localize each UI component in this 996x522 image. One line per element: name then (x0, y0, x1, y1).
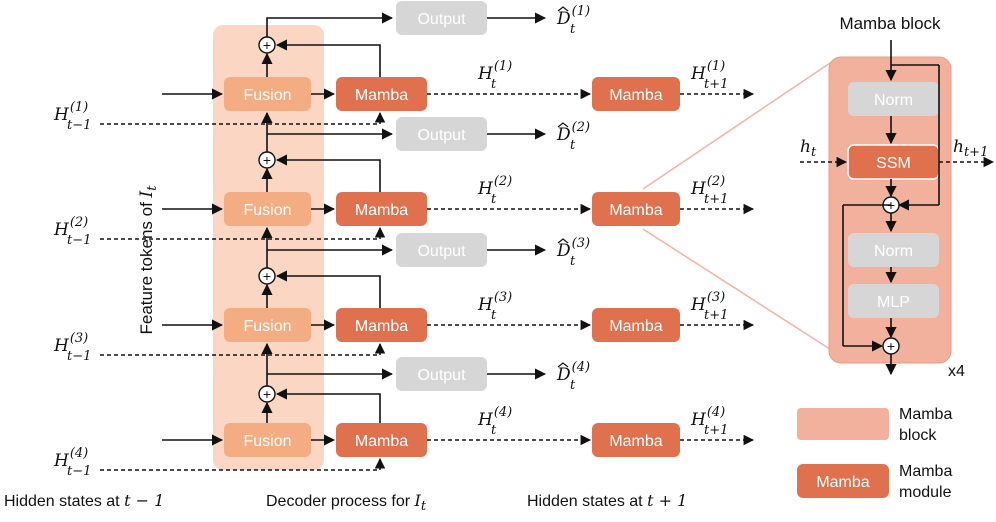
svg-text:+: + (263, 152, 271, 168)
fusion-box-4 (224, 423, 311, 457)
current-hidden-label-1: H(1)t (477, 59, 512, 92)
current-hidden-label-2: H(2)t (477, 174, 512, 207)
next-mamba-box-3 (592, 308, 680, 342)
mamba-box-1 (336, 77, 427, 111)
legend-module-label-1: Mamba (899, 463, 952, 480)
output-box-4-label: Output (417, 367, 466, 384)
zoom-line-top (642, 58, 837, 190)
legend-block-label-2: block (899, 427, 937, 444)
fusion-box-4-label: Fusion (243, 433, 291, 450)
next-mamba-box-3-label: Mamba (609, 318, 662, 335)
norm-box-1 (848, 82, 939, 116)
mlp-label: MLP (877, 294, 910, 311)
h-in-label: ht (800, 137, 817, 160)
prev-hidden-label-4: H(4)t−1 (53, 446, 91, 479)
next-mamba-box-1-label: Mamba (609, 87, 662, 104)
mamba-box-4-label: Mamba (355, 433, 408, 450)
next-mamba-box-1 (592, 77, 680, 111)
fusion-box-2-label: Fusion (243, 202, 291, 219)
legend-module-swatch (797, 464, 889, 498)
fusion-box-1-label: Fusion (243, 87, 291, 104)
next-hidden-label-3: H(3)t+1 (690, 290, 728, 323)
fusion-box-1 (224, 77, 311, 111)
legend-block-label-1: Mamba (899, 406, 952, 423)
fusion-box-3-label: Fusion (243, 318, 291, 335)
output-label-4: D(4)t (556, 360, 590, 393)
output-box-3 (396, 233, 487, 267)
legend-module-label-2: module (899, 484, 952, 501)
output-label-2: D(2)t (556, 120, 590, 153)
svg-text:+: + (887, 338, 895, 354)
mlp-box (848, 284, 939, 318)
svg-text:+: + (263, 37, 271, 53)
next-hidden-label-1: H(1)t+1 (690, 59, 728, 92)
decoder-panel (213, 25, 324, 470)
mamba-box-1-label: Mamba (355, 87, 408, 104)
next-mamba-box-4 (592, 423, 680, 457)
mamba-box-3 (336, 308, 427, 342)
mamba-block-internals: Mamba block Norm SSM + Norm MLP + x4 ht … (800, 14, 995, 380)
svg-text:+: + (263, 386, 271, 402)
repeat-label: x4 (948, 363, 965, 380)
mamba-block-title: Mamba block (839, 14, 941, 33)
svg-text:+: + (263, 268, 271, 284)
prev-hidden-label-1: H(1)t−1 (53, 100, 91, 133)
mamba-box-2-label: Mamba (355, 202, 408, 219)
zoom-line-bottom (642, 228, 837, 354)
caption-middle: Decoder process for It (266, 491, 427, 514)
mamba-box-4 (336, 423, 427, 457)
legend-module-box-label: Mamba (816, 474, 869, 491)
legend: Mamba block Mamba Mamba module (797, 406, 952, 501)
output-box-3-label: Output (417, 243, 466, 260)
ssm-label: SSM (876, 155, 911, 172)
mamba-box-3-label: Mamba (355, 318, 408, 335)
legend-block-swatch (797, 408, 889, 440)
next-hidden-label-2: H(2)t+1 (690, 174, 728, 207)
output-label-3: D(3)t (556, 236, 590, 269)
mamba-box-2 (336, 192, 427, 226)
fusion-box-2 (224, 192, 311, 226)
output-box-1 (396, 1, 487, 35)
norm-label-1: Norm (874, 92, 913, 109)
output-label-1: D(1)t (556, 4, 590, 37)
next-hidden-label-4: H(4)t+1 (690, 405, 728, 438)
prev-hidden-label-3: H(3)t−1 (53, 331, 91, 364)
caption-left: Hidden states at t − 1 (4, 491, 164, 510)
next-mamba-box-2 (592, 192, 680, 226)
prev-hidden-label-2: H(2)t−1 (53, 215, 91, 248)
current-hidden-label-3: H(3)t (477, 290, 512, 323)
output-box-4 (396, 357, 487, 391)
current-hidden-label-4: H(4)t (477, 405, 512, 438)
caption-right: Hidden states at t + 1 (527, 491, 687, 510)
fusion-box-3 (224, 308, 311, 342)
output-box-1-label: Output (417, 11, 466, 28)
output-box-2 (396, 117, 487, 151)
feature-tokens-label: Feature tokens of It (137, 185, 160, 335)
next-mamba-box-2-label: Mamba (609, 202, 662, 219)
norm-label-2: Norm (874, 243, 913, 260)
norm-box-2 (848, 233, 939, 267)
h-out-label: ht+1 (953, 137, 988, 160)
next-mamba-box-4-label: Mamba (609, 433, 662, 450)
output-box-2-label: Output (417, 127, 466, 144)
